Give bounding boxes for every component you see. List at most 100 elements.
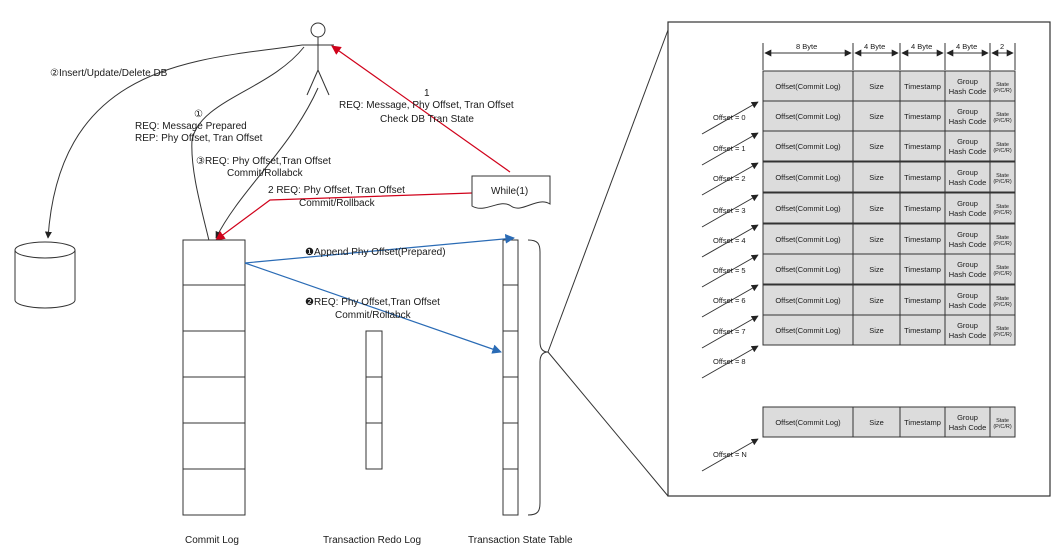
table-cell-text: Offset(Commit Log) — [775, 326, 841, 335]
offset-pointer-arrow — [701, 101, 759, 135]
table-cell-text: (P/C/R) — [993, 332, 1012, 338]
table-cell — [762, 100, 854, 132]
table-cell-text: Group — [957, 199, 978, 208]
commit-log-caption: Commit Log — [185, 535, 239, 546]
offset-labels: Offset = 0 Offset = 1 Offset = 2 Offset = 3… — [701, 101, 759, 472]
commit-log — [182, 239, 246, 516]
recheck-commit-arrow — [215, 192, 473, 241]
table-cell — [899, 100, 946, 132]
table-cell-text: (P/C/R) — [993, 179, 1012, 185]
table-cell-text: Timestamp — [904, 326, 941, 335]
state-table-brace — [527, 239, 549, 516]
offset-label: Offset = 0 — [701, 101, 759, 135]
table-cell-text: Offset(Commit Log) — [775, 418, 841, 427]
table-cell-text: Timestamp — [904, 235, 941, 244]
table-cell-text: Size — [869, 112, 884, 121]
table-cell-text: State — [996, 296, 1009, 302]
check-request: REQ: Message, Phy Offset, Tran Offset — [339, 100, 514, 111]
offset-label: Offset = 2 — [701, 162, 759, 196]
table-cell-text: Timestamp — [904, 112, 941, 121]
producer-figure-icon — [302, 22, 334, 96]
table-cell-text: (P/C/R) — [993, 88, 1012, 94]
table-cell — [899, 284, 946, 316]
offset-pointer-arrow — [701, 438, 759, 472]
table-cell-text: Size — [869, 418, 884, 427]
byte-header-offset: 8 Byte — [796, 42, 817, 51]
offset-pointer-arrow — [701, 132, 759, 166]
table-cell — [762, 253, 854, 285]
table-cell-text: Timestamp — [904, 82, 941, 91]
table-cell — [899, 314, 946, 346]
table-cell — [899, 253, 946, 285]
table-cell-text: Group — [957, 291, 978, 300]
table-cell-text: Size — [869, 235, 884, 244]
commit-offset-arrow — [244, 262, 502, 354]
zoom-line-top — [547, 29, 669, 353]
table-cell — [852, 161, 901, 193]
check-number: 1 — [424, 88, 430, 99]
offset-label: Offset = 4 — [701, 224, 759, 258]
table-cell — [899, 192, 946, 224]
table-cell — [989, 406, 1016, 438]
byte-header-size: 4 Byte — [864, 42, 885, 51]
offset-label-text: Offset = 8 — [713, 357, 746, 366]
table-cell — [944, 130, 991, 162]
table-cell-text: Group — [957, 413, 978, 422]
table-cell-text: Hash Code — [949, 331, 987, 340]
table-cell — [989, 100, 1016, 132]
while-loop-label: While(1) — [491, 186, 528, 197]
offset-label: Offset = 1 — [701, 132, 759, 166]
offset-label-text: Offset = 5 — [713, 266, 746, 275]
table-cell — [899, 406, 946, 438]
offset-label: Offset = 3 — [701, 194, 759, 228]
transaction-state-table — [502, 239, 519, 516]
byte-header-hash: 4 Byte — [956, 42, 977, 51]
table-cell — [899, 223, 946, 255]
table-cell-text: Size — [869, 142, 884, 151]
byte-header-state: 2 — [1000, 42, 1004, 51]
step1-request: REQ: Message Prepared — [135, 121, 247, 132]
table-cell — [944, 223, 991, 255]
offset-label-text: Offset = 7 — [713, 327, 746, 336]
table-cell-text: Group — [957, 137, 978, 146]
table-cell-text: (P/C/R) — [993, 424, 1012, 430]
step2c-action: Commit/Rollabck — [335, 310, 412, 321]
append-offset-arrow — [244, 234, 515, 264]
offset-label-text: Offset = 2 — [713, 174, 746, 183]
table-cell — [944, 253, 991, 285]
table-cell-text: Group — [957, 260, 978, 269]
table-cell-text: Group — [957, 168, 978, 177]
offset-label-text: Offset = 1 — [713, 144, 746, 153]
table-cell-text: Size — [869, 82, 884, 91]
offset-pointer-arrow — [701, 254, 759, 288]
offset-pointer-arrow — [701, 194, 759, 228]
table-cell — [989, 130, 1016, 162]
table-cell-text: State — [996, 418, 1009, 424]
offset-pointer-arrow — [701, 224, 759, 258]
table-cell — [944, 406, 991, 438]
table-cell — [989, 314, 1016, 346]
offset-label: Offset = 7 — [701, 315, 759, 349]
step2c-request: ❷REQ: Phy Offset,Tran Offset — [305, 297, 440, 308]
insert-db-label: ②Insert/Update/Delete DB — [50, 68, 168, 79]
table-cell — [762, 314, 854, 346]
table-cell — [989, 284, 1016, 316]
table-cell — [852, 130, 901, 162]
table-cell-text: Timestamp — [904, 173, 941, 182]
table-cell — [762, 130, 854, 162]
offset-label: Offset = N — [701, 438, 759, 472]
table-cell — [989, 253, 1016, 285]
table-cell-text: State — [996, 204, 1009, 210]
table-cell-text: Size — [869, 326, 884, 335]
table-cell-text: (P/C/R) — [993, 210, 1012, 216]
table-cell-text: (P/C/R) — [993, 148, 1012, 154]
table-cell-text: Offset(Commit Log) — [775, 235, 841, 244]
check-db-state: Check DB Tran State — [380, 114, 474, 125]
append-offset-label: ❶Append Phy Offset(Prepared) — [305, 247, 446, 258]
table-cell-text: Hash Code — [949, 87, 987, 96]
